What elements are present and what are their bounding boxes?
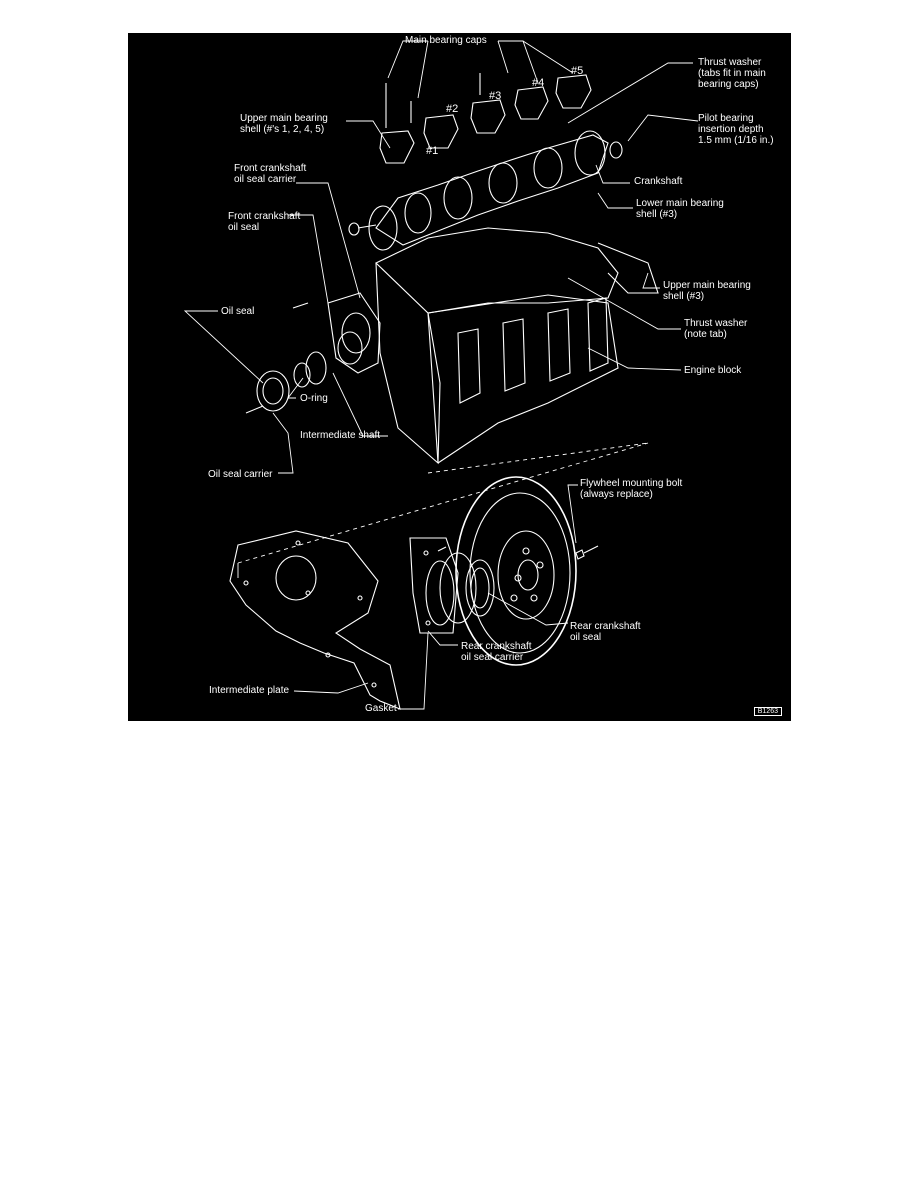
label-front-crankshaft-oil-seal: Front crankshaft oil seal	[228, 211, 301, 233]
label-oil-seal: Oil seal	[221, 306, 255, 317]
cap-number-2: #2	[446, 103, 459, 115]
figure-tag: B1263	[753, 707, 782, 716]
label-engine-block: Engine block	[684, 365, 742, 376]
label-rear-seal-carrier: Rear crankshaft oil seal carrier	[461, 641, 532, 663]
engine-exploded-diagram: Main bearing caps Thrust washer (tabs fi…	[128, 33, 791, 721]
label-crankshaft: Crankshaft	[634, 176, 683, 187]
label-rear-crankshaft-oil-seal: Rear crankshaft oil seal	[570, 621, 641, 643]
rear-seal-drawing	[409, 537, 495, 634]
label-lower-main-bearing-shell: Lower main bearing shell (#3)	[636, 198, 724, 220]
front-seal-drawing	[245, 292, 381, 414]
leader-lines	[183, 40, 699, 710]
label-front-seal-carrier: Front crankshaft oil seal carrier	[234, 163, 307, 185]
crankshaft-drawing	[348, 130, 623, 251]
flywheel-drawing	[455, 476, 599, 666]
intermediate-plate-drawing	[229, 530, 401, 710]
label-main-bearing-caps: Main bearing caps	[405, 35, 487, 46]
label-upper-main-bearing-shell: Upper main bearing shell (#'s 1, 2, 4, 5…	[240, 113, 328, 135]
label-o-ring: O-ring	[300, 393, 328, 404]
cap-number-5: #5	[571, 65, 584, 77]
label-thrust-washer-note: Thrust washer (note tab)	[684, 318, 748, 340]
label-upper-main-bearing-shell-3: Upper main bearing shell (#3)	[663, 280, 751, 302]
label-pilot-bearing: Pilot bearing insertion depth 1.5 mm (1/…	[698, 113, 774, 146]
cap-number-3: #3	[489, 90, 502, 102]
label-oil-seal-carrier: Oil seal carrier	[208, 469, 273, 480]
label-thrust-washer-tabs: Thrust washer (tabs fit in main bearing …	[698, 57, 766, 90]
bearing-caps-drawing	[379, 73, 592, 164]
label-flywheel-bolt: Flywheel mounting bolt (always replace)	[580, 478, 683, 500]
diagram-drawing	[183, 40, 699, 710]
cap-number-1: #1	[426, 145, 439, 157]
engine-block-drawing	[375, 227, 659, 465]
label-gasket: Gasket	[365, 703, 397, 714]
label-intermediate-plate: Intermediate plate	[209, 685, 290, 696]
cap-number-4: #4	[532, 77, 545, 89]
label-intermediate-shaft: Intermediate shaft	[300, 430, 381, 441]
